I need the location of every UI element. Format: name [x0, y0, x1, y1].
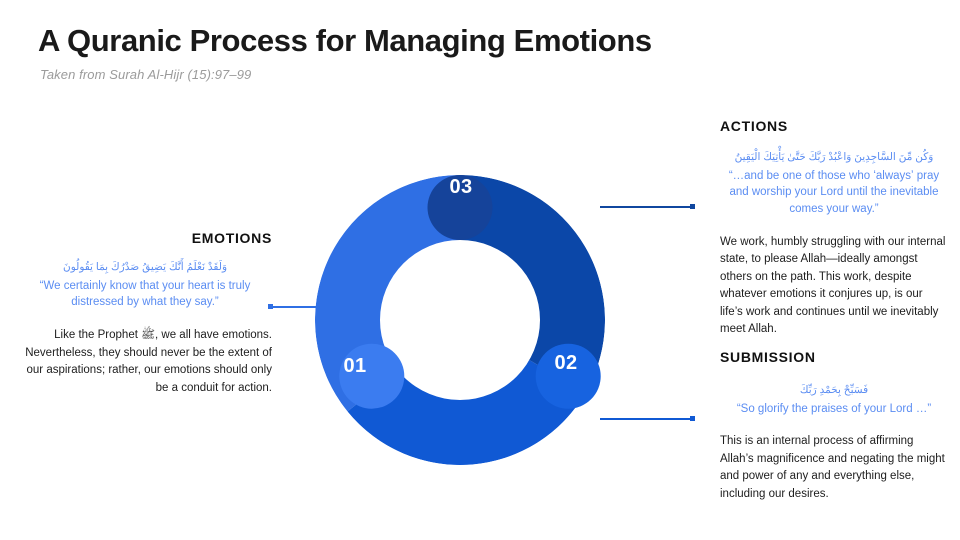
- donut-cap-02: [535, 343, 601, 409]
- block-emotions-quote: وَلَقَدْ نَعْلَمُ أَنَّكَ يَضِيقُ صَدْرُ…: [18, 260, 272, 311]
- block-submission-quote-arabic: فَسَبِّحْ بِحَمْدِ رَبِّكَ: [799, 384, 869, 396]
- connector-actions-line: [600, 206, 695, 208]
- block-actions-heading: ACTIONS: [720, 118, 788, 134]
- connector-line-submission: [600, 416, 695, 422]
- block-submission-quote-translation: “So glorify the praises of your Lord …”: [736, 402, 932, 415]
- block-actions: ACTIONS وَكُن مِّنَ السَّاجِدِينَ وَاعْب…: [720, 118, 948, 339]
- donut-cap-01: [339, 343, 405, 409]
- page-title: A Quranic Process for Managing Emotions: [38, 23, 652, 58]
- block-submission-quote: فَسَبِّحْ بِحَمْدِ رَبِّكَ “So glorify t…: [720, 383, 948, 417]
- block-emotions-quote-translation: “We certainly know that your heart is tr…: [39, 279, 251, 309]
- block-submission-heading: SUBMISSION: [720, 349, 816, 365]
- block-emotions-heading: EMOTIONS: [191, 230, 272, 246]
- connector-submission-dot: [690, 416, 695, 422]
- block-submission-body: This is an internal process of affirming…: [720, 435, 945, 500]
- process-donut-chart: 03 02 01: [300, 160, 620, 480]
- connector-emotions-dot: [268, 304, 273, 310]
- donut-label-02: 02: [554, 352, 577, 374]
- donut-svg: 03 02 01: [314, 175, 605, 466]
- header: A Quranic Process for Managing Emotions …: [38, 23, 738, 82]
- connector-emotions-line: [268, 306, 320, 308]
- page-subtitle: Taken from Surah Al-Hijr (15):97–99: [40, 66, 252, 82]
- donut-label-01: 01: [343, 355, 366, 377]
- block-actions-quote-arabic: وَكُن مِّنَ السَّاجِدِينَ وَاعْبُدْ رَبّ…: [734, 151, 934, 163]
- block-emotions: EMOTIONS وَلَقَدْ نَعْلَمُ أَنَّكَ يَضِي…: [18, 230, 272, 397]
- donut-cap-03: [427, 175, 493, 240]
- block-emotions-quote-arabic: وَلَقَدْ نَعْلَمُ أَنَّكَ يَضِيقُ صَدْرُ…: [62, 261, 228, 273]
- block-emotions-body: Like the Prophet ﷺ, we all have emotions…: [25, 329, 272, 394]
- block-submission: SUBMISSION فَسَبِّحْ بِحَمْدِ رَبِّكَ “S…: [720, 349, 948, 503]
- donut-label-03: 03: [449, 176, 472, 198]
- block-actions-quote-translation: “…and be one of those who ʻalwaysʼ pray …: [728, 169, 940, 216]
- connector-line-emotions: [268, 304, 320, 310]
- connector-line-actions: [600, 204, 695, 210]
- block-actions-body: We work, humbly struggling with our inte…: [720, 235, 946, 336]
- connector-actions-dot: [690, 204, 695, 210]
- block-actions-quote: وَكُن مِّنَ السَّاجِدِينَ وَاعْبُدْ رَبّ…: [720, 150, 948, 218]
- connector-submission-line: [600, 418, 695, 420]
